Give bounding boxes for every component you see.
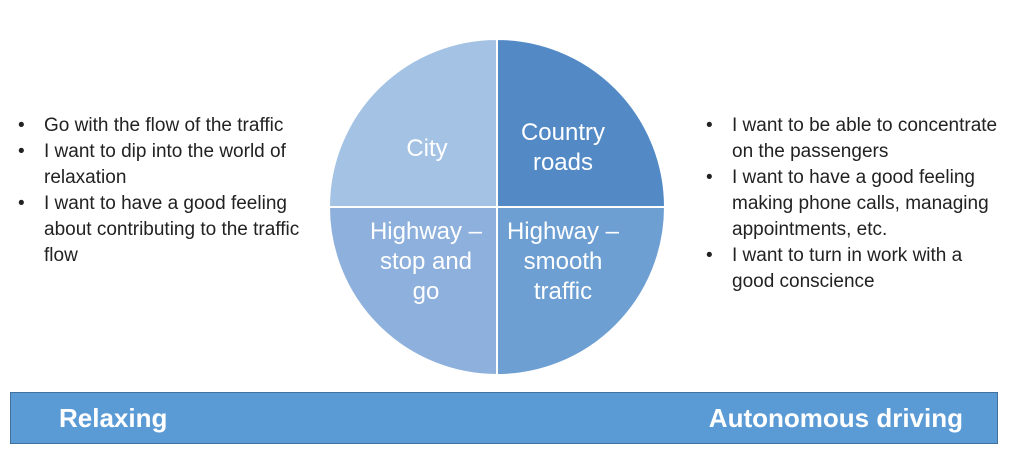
quadrant-label-highway-stop-and-go: Highway – stop and go	[369, 218, 483, 305]
autonomous-bullet-list: I want to be able to concentrate on the …	[702, 113, 1002, 295]
relaxing-bullet-list: Go with the flow of the traffic I want t…	[14, 113, 314, 269]
quadrant-label-city: City	[406, 135, 448, 162]
quadrant-highway-smooth	[496, 206, 667, 377]
bullet-item: Go with the flow of the traffic	[14, 113, 314, 139]
quadrant-circle	[327, 37, 667, 377]
banner-label-autonomous-driving: Autonomous driving	[708, 403, 963, 433]
bullet-item: I want to be able to concentrate on the …	[702, 113, 1002, 165]
bullet-item: I want to have a good feeling making pho…	[702, 165, 1002, 243]
bullet-item: I want to have a good feeling about cont…	[14, 191, 314, 269]
banner-label-relaxing: Relaxing	[59, 403, 168, 433]
quadrant-label-highway-smooth: Highway – smooth traffic	[506, 218, 620, 305]
quadrant-country-roads	[496, 37, 667, 208]
spectrum-banner: Relaxing Autonomous driving	[10, 392, 998, 444]
bullet-item: I want to turn in work with a good consc…	[702, 243, 1002, 295]
quadrant-city	[327, 37, 498, 208]
quadrant-label-country-roads: Country roads	[520, 119, 606, 176]
bullet-item: I want to dip into the world of relaxati…	[14, 139, 314, 191]
quadrant-highway-stop-and-go	[327, 206, 498, 377]
